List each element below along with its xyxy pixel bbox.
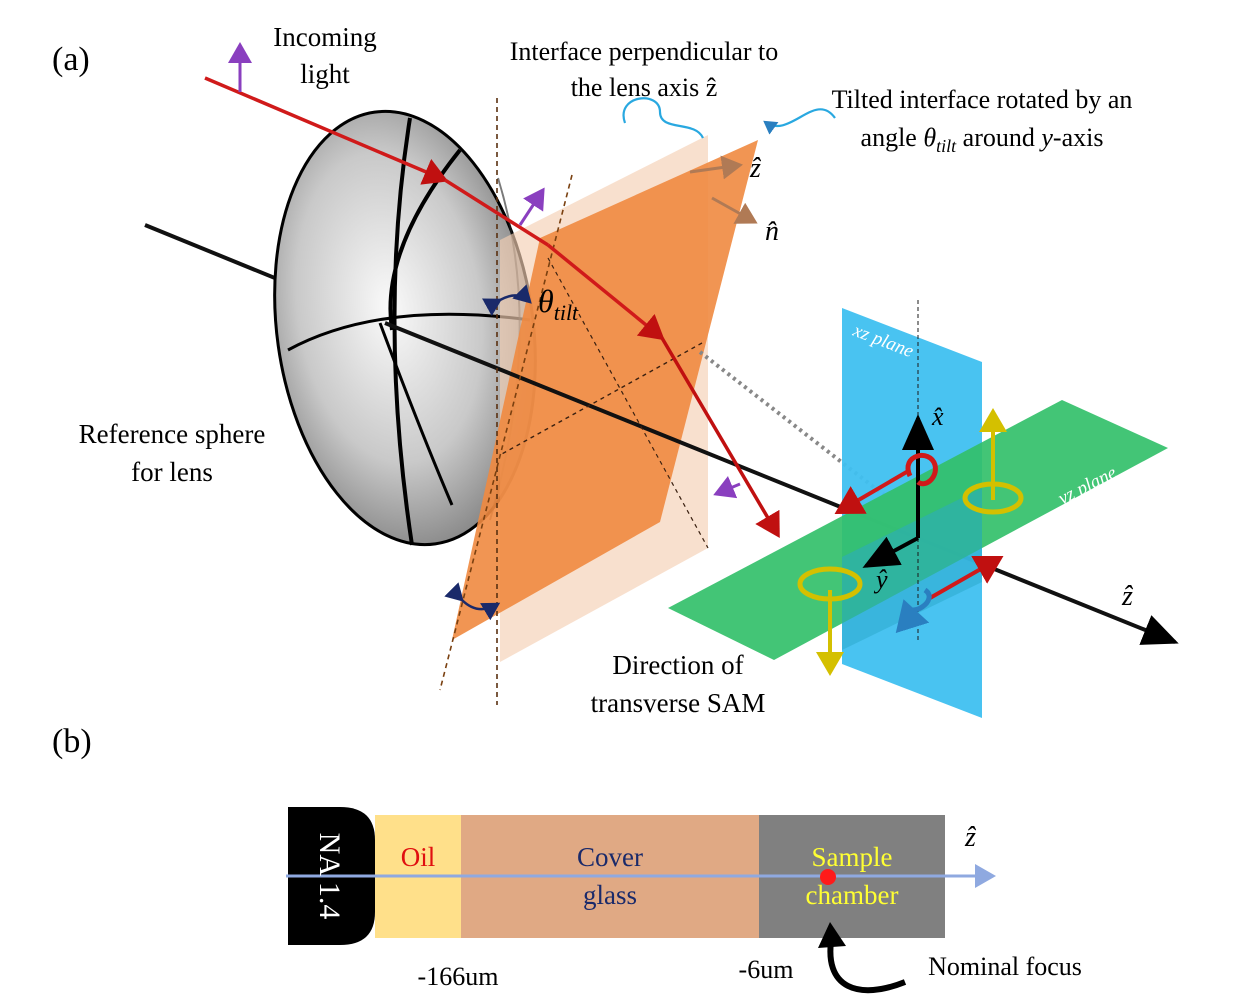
sample-chamber-line2: chamber [806,880,899,910]
sample-chamber-line1: Sample [812,842,893,872]
polarization-arrow-interface [518,187,545,226]
y-hat-label: ŷ [873,565,888,594]
reference-sphere-line2: for lens [131,457,213,487]
oil-label: Oil [401,842,436,872]
tilted-interface-line2: angle θtilt around y-axis [861,123,1104,156]
interface-diagonal-dashed [499,342,703,456]
sam-rotation-lower [895,587,932,634]
transverse-sam-line2: transverse SAM [591,688,766,718]
perp-interface-line1: Interface perpendicular to [510,37,779,66]
n-hat-label: n̂ [765,216,779,247]
sam-arrow-upper [834,468,912,515]
tilted-interface-callout [763,108,836,135]
theta-tilt-label: θtilt [538,283,579,325]
incoming-light-line1: Incoming [273,22,376,52]
z-hat-label: ẑ [749,153,762,184]
axis-continuation-dotted [698,350,927,529]
tilted-interface-line1: Tilted interface rotated by an [832,85,1133,114]
tilted-interface-plane [452,140,758,640]
panel-a-label: (a) [52,41,90,78]
tilt-arc-top [482,284,532,317]
optical-axis-z [384,321,1179,645]
nominal-focus-label: Nominal focus [928,952,1082,981]
objective-label: NA 1.4 [313,833,346,920]
cover-glass-line1: Cover [577,842,643,872]
sample-stack [286,807,996,945]
reference-sphere-line1: Reference sphere [79,419,266,449]
perp-interface-callout [622,97,705,139]
cover-glass-line2: glass [583,880,637,910]
n-hat-normal-arrow [711,196,758,224]
tilted-theta-sub: tilt [936,136,957,156]
x-hat-label: x̂ [931,402,944,431]
z-hat-normal-arrow [689,155,743,180]
sam-rotation-upper [905,453,938,487]
panel-b-z-hat-label: ẑ [964,822,977,853]
nominal-focus-pointer-head [818,922,846,948]
plane-overlap [842,488,982,650]
position-6-label: -6um [739,955,794,984]
axis-z-hat-label: ẑ [1121,581,1134,612]
nominal-focus-dot [820,869,836,885]
perp-interface-line2: the lens axis ẑ [571,73,718,102]
sam-arrow-lower [929,556,1004,600]
position-166-label: -166um [418,962,499,991]
yellow-rotation-upper [962,481,1024,515]
nominal-focus-pointer [827,934,907,994]
panel-b-label: (b) [52,723,92,760]
yellow-rotation-lower [797,566,863,602]
light-ray [204,76,780,539]
tilt-arc-bottom [444,582,501,621]
transverse-sam-line1: Direction of [612,650,743,680]
incoming-light-line2: light [300,59,350,89]
tilted-theta: θ [923,123,936,152]
polarization-arrow-out [713,476,741,499]
y-hat-axis-arrow [862,536,919,568]
